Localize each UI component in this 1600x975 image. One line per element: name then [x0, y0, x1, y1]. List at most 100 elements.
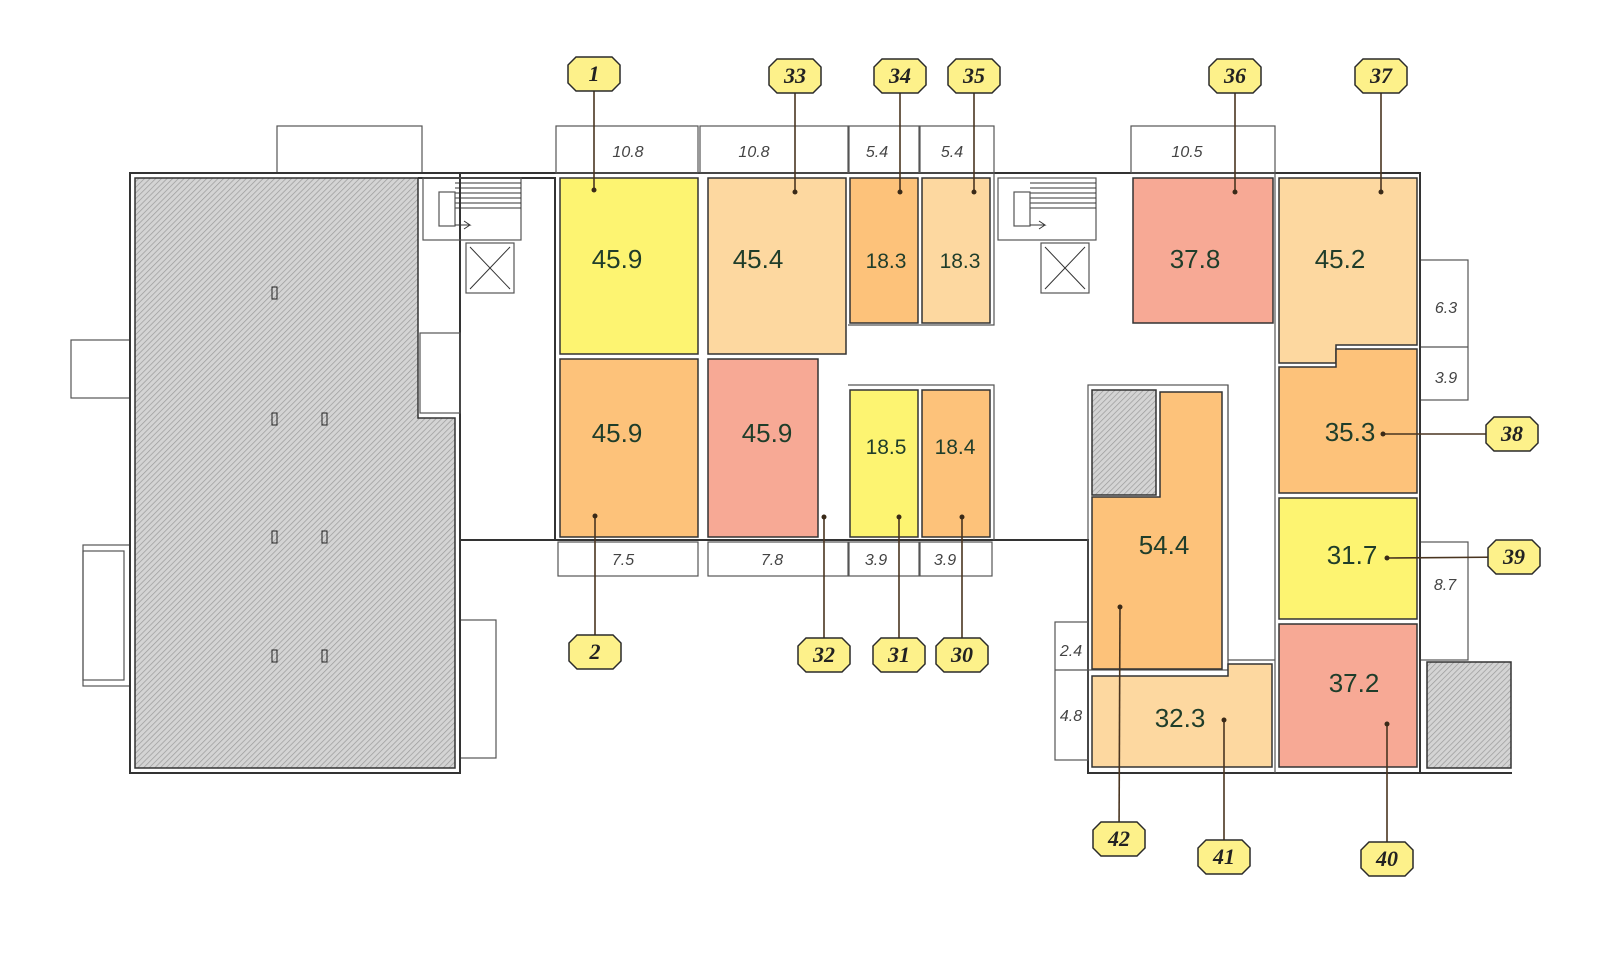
apartment-tag [1208, 58, 1262, 94]
apartment-area-label: 45.4 [733, 244, 784, 274]
apartment-40 [1278, 623, 1418, 768]
stairwell-right [997, 177, 1097, 294]
apartment-area-label: 45.9 [742, 418, 793, 448]
apartment-tag [1354, 58, 1408, 94]
balcony-area-label: 10.8 [738, 144, 769, 161]
apartment-tag [947, 58, 1001, 94]
balcony-labels: 10.8 10.8 5.4 5.4 10.5 7.5 7.8 3.9 3.9 6.3 3.9 8.7 2… [612, 144, 1457, 725]
apartment-37 [1278, 177, 1418, 364]
apartment-area-label: 18.3 [866, 250, 907, 273]
apartment-tag [1485, 416, 1539, 452]
balcony-area-label: 3.9 [865, 552, 887, 569]
apartment-30 [921, 389, 991, 538]
balcony-area-label: 10.8 [612, 144, 643, 161]
apartment-tag [935, 637, 989, 673]
tag-anchor-dot [591, 187, 597, 193]
apartment-area-label: 32.3 [1155, 703, 1206, 733]
apartment-area-label: 45.9 [592, 244, 643, 274]
apartment-tag [873, 58, 927, 94]
apartment-tag-number: 32 [812, 642, 835, 667]
apartment-tag-number: 36 [1223, 63, 1246, 88]
tag-anchor-dot [1380, 431, 1386, 437]
apartment-tags: 1 2 33 32 34 35 31 30 36 37 38 39 40 41 42 [567, 56, 1541, 877]
apartment-tag-number: 40 [1375, 846, 1398, 871]
apartment-area-label: 37.8 [1170, 244, 1221, 274]
tag-anchor-dot [821, 514, 827, 520]
apartment-38 [1278, 348, 1418, 494]
balcony-area-label: 6.3 [1435, 300, 1457, 317]
apartment-41 [1091, 663, 1273, 768]
tag-anchor-dot [792, 189, 798, 195]
apartment-tag-number: 35 [962, 63, 985, 88]
apartment-tag [797, 637, 851, 673]
tag-anchor-dot [1117, 604, 1123, 610]
apartment-tag [1197, 839, 1251, 875]
apartment-area-label: 54.4 [1139, 530, 1190, 560]
apartment-area-label: 31.7 [1327, 540, 1378, 570]
tag-anchor-dot [1232, 189, 1238, 195]
apartment-42 [1091, 391, 1223, 670]
balcony-area-label: 2.4 [1059, 643, 1082, 660]
apartment-33 [707, 177, 847, 355]
apartment-35 [921, 177, 991, 324]
left-commercial-block [70, 125, 497, 774]
apartment-tag [567, 56, 621, 92]
apartment-tag [568, 634, 622, 670]
tag-anchor-dot [592, 513, 598, 519]
apartment-tag-number: 38 [1500, 421, 1523, 446]
apartment-tag [768, 58, 822, 94]
hatched-shaft [1426, 661, 1512, 769]
tag-leader-line [1118, 606, 1121, 840]
apartment-tag-number: 31 [887, 642, 910, 667]
apartment-36 [1132, 177, 1274, 324]
tag-anchor-dot [1378, 189, 1384, 195]
apartment-tag-number: 30 [950, 642, 973, 667]
apartment-tag [1487, 539, 1541, 575]
stairwell-left [422, 177, 522, 294]
apartment-1 [559, 177, 699, 355]
apartment-tag-number: 34 [888, 63, 911, 88]
apartment-tag-number: 2 [589, 639, 601, 664]
balcony-area-label: 4.8 [1060, 708, 1082, 725]
tag-anchor-dot [959, 514, 965, 520]
apartment-area-label: 18.4 [935, 436, 976, 459]
tag-anchor-dot [1221, 717, 1227, 723]
balcony-area-label: 3.9 [934, 552, 956, 569]
tag-anchor-dot [971, 189, 977, 195]
apartment-32 [707, 358, 819, 538]
apartment-2 [559, 358, 699, 538]
apartment-area-label: 35.3 [1325, 417, 1376, 447]
apartment-tag [1092, 821, 1146, 857]
apartment-tag-number: 37 [1369, 63, 1393, 88]
apartment-tag-number: 41 [1212, 844, 1235, 869]
apartment-tag [872, 637, 926, 673]
apartment-34 [849, 177, 919, 324]
hatched-shaft [1091, 389, 1157, 496]
apartment-31 [849, 389, 919, 538]
apartment-39 [1278, 497, 1418, 620]
tag-anchor-dot [1384, 721, 1390, 727]
balcony-area-label: 3.9 [1435, 370, 1457, 387]
apartment-tag-number: 39 [1502, 544, 1525, 569]
balcony-area-label: 5.4 [866, 144, 888, 161]
apartment-tag [1360, 841, 1414, 877]
apartment-tag-number: 33 [783, 63, 806, 88]
apartment-area-label: 37.2 [1329, 668, 1380, 698]
balcony-area-label: 5.4 [941, 144, 963, 161]
tag-anchor-dot [1384, 555, 1390, 561]
apartment-area-label: 18.3 [940, 250, 981, 273]
apartment-tag-number: 1 [589, 61, 600, 86]
balcony-area-label: 7.8 [761, 552, 783, 569]
balcony-area-label: 8.7 [1434, 577, 1457, 594]
apartment-area-label: 18.5 [866, 436, 907, 459]
apartment-tag-number: 42 [1107, 826, 1130, 851]
tag-anchor-dot [897, 189, 903, 195]
apartments: 45.9 45.9 45.4 45.9 18.3 18.3 18.5 18.4 37.8 45.2… [559, 177, 1418, 768]
apartment-area-label: 45.9 [592, 418, 643, 448]
central-building-outline [418, 125, 1512, 774]
apartment-area-label: 45.2 [1315, 244, 1366, 274]
balcony-area-label: 7.5 [612, 552, 634, 569]
balcony-area-label: 10.5 [1171, 144, 1202, 161]
tag-anchor-dot [896, 514, 902, 520]
